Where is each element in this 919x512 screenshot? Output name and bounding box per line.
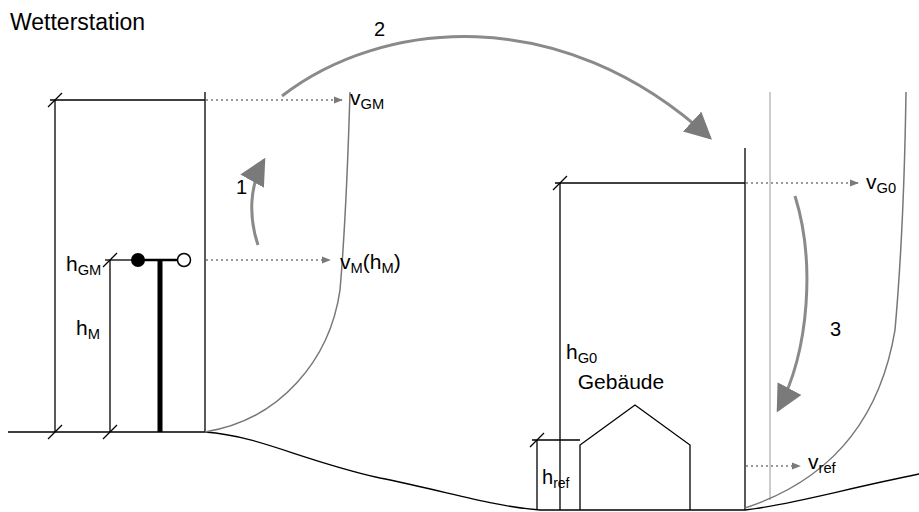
height-label: href bbox=[542, 466, 569, 488]
height-label: hG0 bbox=[566, 340, 597, 363]
speed-label: vG0 bbox=[866, 170, 896, 193]
speed-label: vM(hM) bbox=[340, 250, 401, 273]
station-title: Wetterstation bbox=[10, 10, 145, 35]
speed-label: vGM bbox=[350, 86, 384, 109]
height-label: hGM bbox=[66, 252, 101, 275]
building-label: Gebäude bbox=[578, 370, 664, 393]
anemometer-symbol bbox=[131, 253, 191, 432]
building-node: Gebäude bbox=[570, 372, 700, 512]
callout-number: 2 bbox=[374, 18, 385, 40]
height-label: hM bbox=[76, 316, 100, 339]
callout-number: 3 bbox=[830, 318, 841, 340]
callout-number: 1 bbox=[236, 176, 247, 198]
speed-label: vref bbox=[808, 450, 836, 473]
